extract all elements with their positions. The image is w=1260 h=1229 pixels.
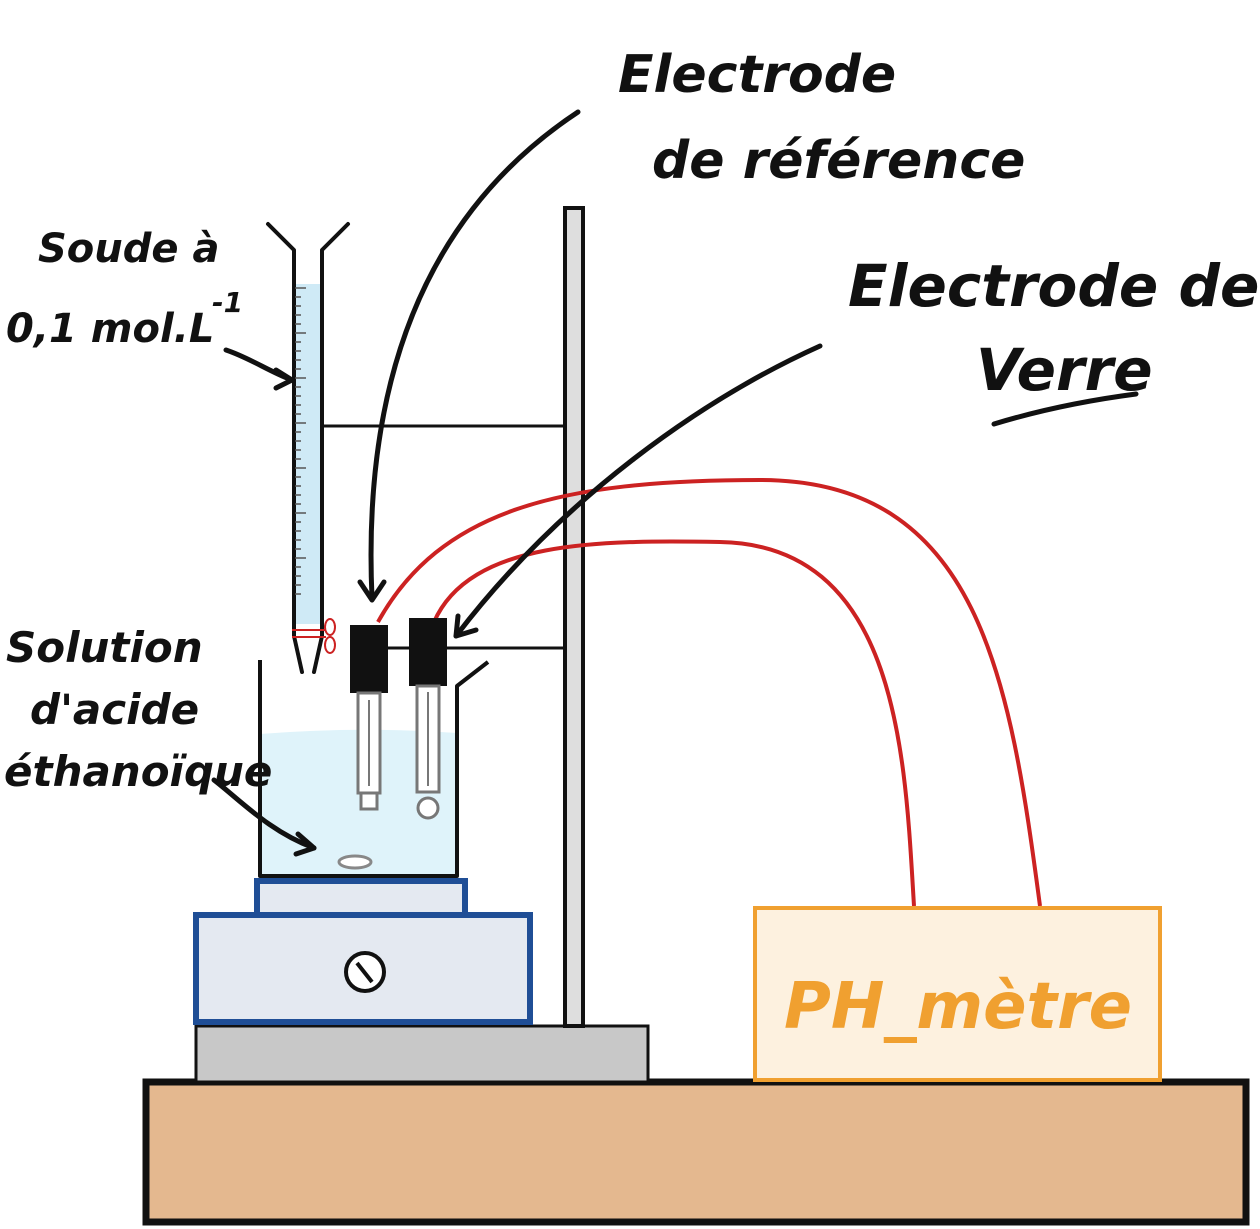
- naoh-label-exponent: -1: [212, 286, 243, 319]
- reference-electrode-wire: [376, 477, 1042, 907]
- magnetic-stirrer: [193, 878, 533, 1025]
- solution-arrow: [211, 777, 317, 857]
- reference-electrode: [350, 625, 388, 811]
- solution-label-line3: éthanoïque: [4, 747, 272, 796]
- stir-bar-icon: [337, 854, 373, 870]
- ph-meter-label: PH_mètre: [784, 970, 1132, 1044]
- naoh-label-line2: 0,1 mol.L: [6, 306, 214, 352]
- glass-electrode-label-line2: Verre: [976, 336, 1153, 404]
- beaker: [258, 660, 490, 878]
- stand-base: [194, 1024, 650, 1084]
- solution-label-line1: Solution: [6, 623, 203, 672]
- table: [142, 1078, 1250, 1226]
- reference-electrode-arrow: [357, 109, 581, 603]
- burette-graduations: [295, 287, 306, 595]
- reference-electrode-label-line2: de référence: [652, 131, 1025, 191]
- burette: [266, 222, 350, 674]
- stirrer-plate: [254, 878, 468, 918]
- naoh-label-line1: Soude à: [38, 226, 219, 272]
- ph-meter: PH_mètre: [753, 906, 1162, 1082]
- naoh-arrow: [223, 347, 295, 391]
- glass-electrode-label-line1: Electrode de: [848, 252, 1259, 320]
- reference-electrode-label-line1: Electrode: [618, 45, 896, 105]
- burette-stopcock: [292, 618, 336, 654]
- stand-rod: [563, 206, 585, 1028]
- glass-electrode: [409, 618, 447, 820]
- dial-knob-icon: [344, 951, 386, 993]
- glass-electrode-arrow: [453, 343, 823, 639]
- glass-electrode-wire: [432, 539, 916, 907]
- solution-label-line2: d'acide: [30, 685, 199, 734]
- glass-underline: [991, 391, 1139, 427]
